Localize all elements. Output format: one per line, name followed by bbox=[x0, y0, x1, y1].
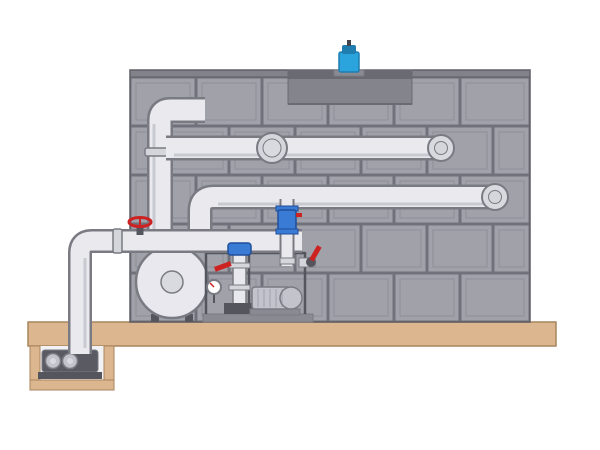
sensor-head bbox=[342, 45, 356, 54]
drop-pipe-flange bbox=[279, 257, 296, 265]
tank-panel bbox=[428, 225, 492, 272]
tank-panel bbox=[432, 229, 488, 268]
sensor-body bbox=[338, 51, 360, 73]
vessel-leg-1 bbox=[151, 314, 159, 322]
motor-base bbox=[249, 308, 301, 316]
tank-panel bbox=[494, 127, 529, 174]
tank-panel bbox=[395, 274, 459, 321]
vessel-hub bbox=[160, 270, 184, 294]
sump-pump-base bbox=[38, 372, 102, 379]
tank-panel bbox=[362, 225, 426, 272]
vertical-pump-blue-cap bbox=[227, 242, 252, 256]
pit-floor bbox=[29, 379, 115, 391]
middle-pipe-end-hub bbox=[488, 190, 502, 204]
vertical-pump-column bbox=[232, 251, 247, 307]
handwheel-stem bbox=[136, 226, 144, 235]
skid-frame-rails bbox=[204, 251, 307, 314]
sump-pump bbox=[38, 349, 102, 379]
gauge-needle bbox=[209, 282, 215, 288]
tank-panel bbox=[197, 78, 261, 125]
handwheel-valve bbox=[127, 216, 153, 235]
suction-pipe-flange bbox=[112, 228, 123, 254]
tank-panel bbox=[399, 278, 455, 317]
suction-pipe-body bbox=[70, 231, 302, 354]
vertical-pump-flange-2 bbox=[228, 284, 251, 291]
tank-panel bbox=[461, 274, 529, 321]
tank-panel bbox=[465, 278, 525, 317]
slab bbox=[27, 321, 557, 347]
check-valve-flange-bottom bbox=[275, 228, 299, 235]
tank-panel bbox=[461, 78, 529, 125]
tank-panel bbox=[329, 274, 393, 321]
check-valve-blue bbox=[275, 199, 302, 266]
booster-pump-vertical bbox=[213, 242, 256, 314]
motor-fins bbox=[257, 289, 283, 307]
suction-pipe bbox=[68, 228, 302, 354]
riser-body bbox=[149, 99, 205, 246]
upper-pipe-end-hub bbox=[434, 141, 448, 155]
tank-panel bbox=[465, 82, 525, 121]
tank-panel bbox=[498, 229, 525, 268]
vessel-leg-2 bbox=[185, 314, 193, 322]
floor-slab bbox=[27, 321, 557, 347]
middle-pipe-body bbox=[190, 187, 492, 240]
check-valve-body bbox=[277, 209, 297, 231]
tank-panel bbox=[494, 225, 529, 272]
middle-distribution-pipe bbox=[187, 183, 509, 240]
lever-valve bbox=[298, 245, 322, 268]
upper-pipe-flange-hub bbox=[262, 138, 282, 158]
booster-pump-horizontal bbox=[249, 286, 303, 316]
tank-panel bbox=[333, 278, 389, 317]
sump-pump-hub-1 bbox=[50, 358, 56, 364]
tank-panel bbox=[498, 131, 525, 170]
level-sensor bbox=[333, 40, 365, 77]
upper-distribution-pipe bbox=[166, 132, 455, 164]
tank-panel bbox=[366, 229, 422, 268]
vertical-pump-red-lever bbox=[213, 261, 232, 272]
vertical-pump-base bbox=[224, 303, 256, 314]
motor-end-bell bbox=[279, 286, 303, 310]
sensor-stem bbox=[347, 40, 351, 46]
sump-pump-hub-2 bbox=[67, 358, 73, 364]
check-valve-tag bbox=[296, 213, 302, 217]
lever-valve-handle bbox=[309, 245, 322, 262]
pressure-gauge bbox=[206, 279, 222, 303]
vertical-pump-flange-1 bbox=[228, 262, 251, 269]
